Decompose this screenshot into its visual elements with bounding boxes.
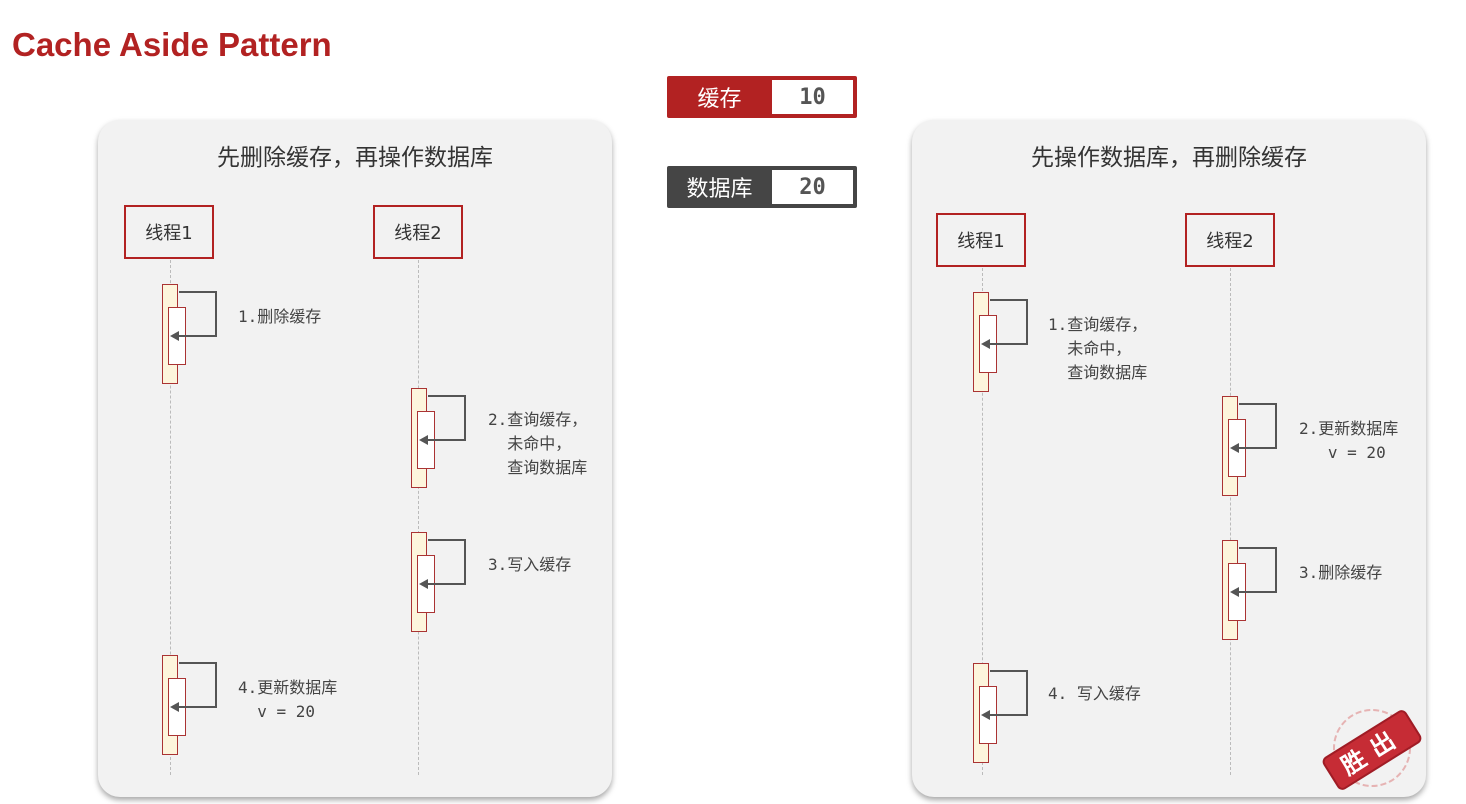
cache-value: 10 bbox=[772, 80, 853, 114]
self-call-arrow bbox=[1230, 547, 1277, 597]
thread1-box: 线程1 bbox=[124, 205, 214, 259]
thread1-box: 线程1 bbox=[936, 213, 1026, 267]
cache-value-box: 缓存 10 bbox=[667, 76, 857, 118]
activation bbox=[1222, 540, 1277, 640]
panel-title: 先操作数据库，再删除缓存 bbox=[1031, 145, 1307, 171]
activation bbox=[973, 663, 1028, 763]
step-label: 4.更新数据库 v = 20 bbox=[238, 678, 338, 721]
lifeline-thread1 bbox=[982, 268, 983, 775]
panel-title: 先删除缓存，再操作数据库 bbox=[217, 145, 493, 171]
self-call-arrow bbox=[170, 662, 217, 712]
db-value-box: 数据库 20 bbox=[667, 166, 857, 208]
self-call-arrow bbox=[419, 539, 466, 589]
self-call-arrow bbox=[981, 299, 1028, 349]
db-label: 数据库 bbox=[686, 177, 753, 202]
self-call-arrow bbox=[1230, 403, 1277, 453]
step-label: 1.查询缓存， 未命中， 查询数据库 bbox=[1048, 315, 1148, 382]
self-call-arrow bbox=[419, 395, 466, 445]
lifeline-thread2 bbox=[1230, 268, 1231, 775]
step-label: 2.更新数据库 v = 20 bbox=[1299, 419, 1399, 462]
step-label: 1.删除缓存 bbox=[238, 307, 322, 326]
activation bbox=[162, 655, 217, 755]
step-label: 2.查询缓存， 未命中， 查询数据库 bbox=[488, 410, 588, 477]
step-label: 4. 写入缓存 bbox=[1048, 684, 1141, 703]
step-label: 3.写入缓存 bbox=[488, 555, 572, 574]
self-call-arrow bbox=[170, 291, 217, 341]
winner-stamp: 胜出 bbox=[1322, 709, 1422, 790]
activation bbox=[162, 284, 217, 384]
cache-label: 缓存 bbox=[697, 87, 742, 112]
lifeline-thread1 bbox=[170, 260, 171, 775]
activation bbox=[1222, 396, 1277, 496]
page-title: Cache Aside Pattern bbox=[12, 26, 332, 63]
db-value: 20 bbox=[772, 170, 853, 204]
thread2-box: 线程2 bbox=[1185, 213, 1275, 267]
lifeline-thread2 bbox=[418, 260, 419, 775]
left-scenario-panel: 先删除缓存，再操作数据库 线程1 线程2 1.删除缓存 2.查询缓存， 未命中，… bbox=[98, 120, 612, 797]
right-scenario-panel: 先操作数据库，再删除缓存 线程1 线程2 1.查询缓存， 未命中， 查询数据库 … bbox=[912, 120, 1426, 797]
thread2-box: 线程2 bbox=[373, 205, 463, 259]
activation bbox=[973, 292, 1028, 392]
self-call-arrow bbox=[981, 670, 1028, 720]
step-label: 3.删除缓存 bbox=[1299, 563, 1383, 582]
activation bbox=[411, 388, 466, 488]
activation bbox=[411, 532, 466, 632]
